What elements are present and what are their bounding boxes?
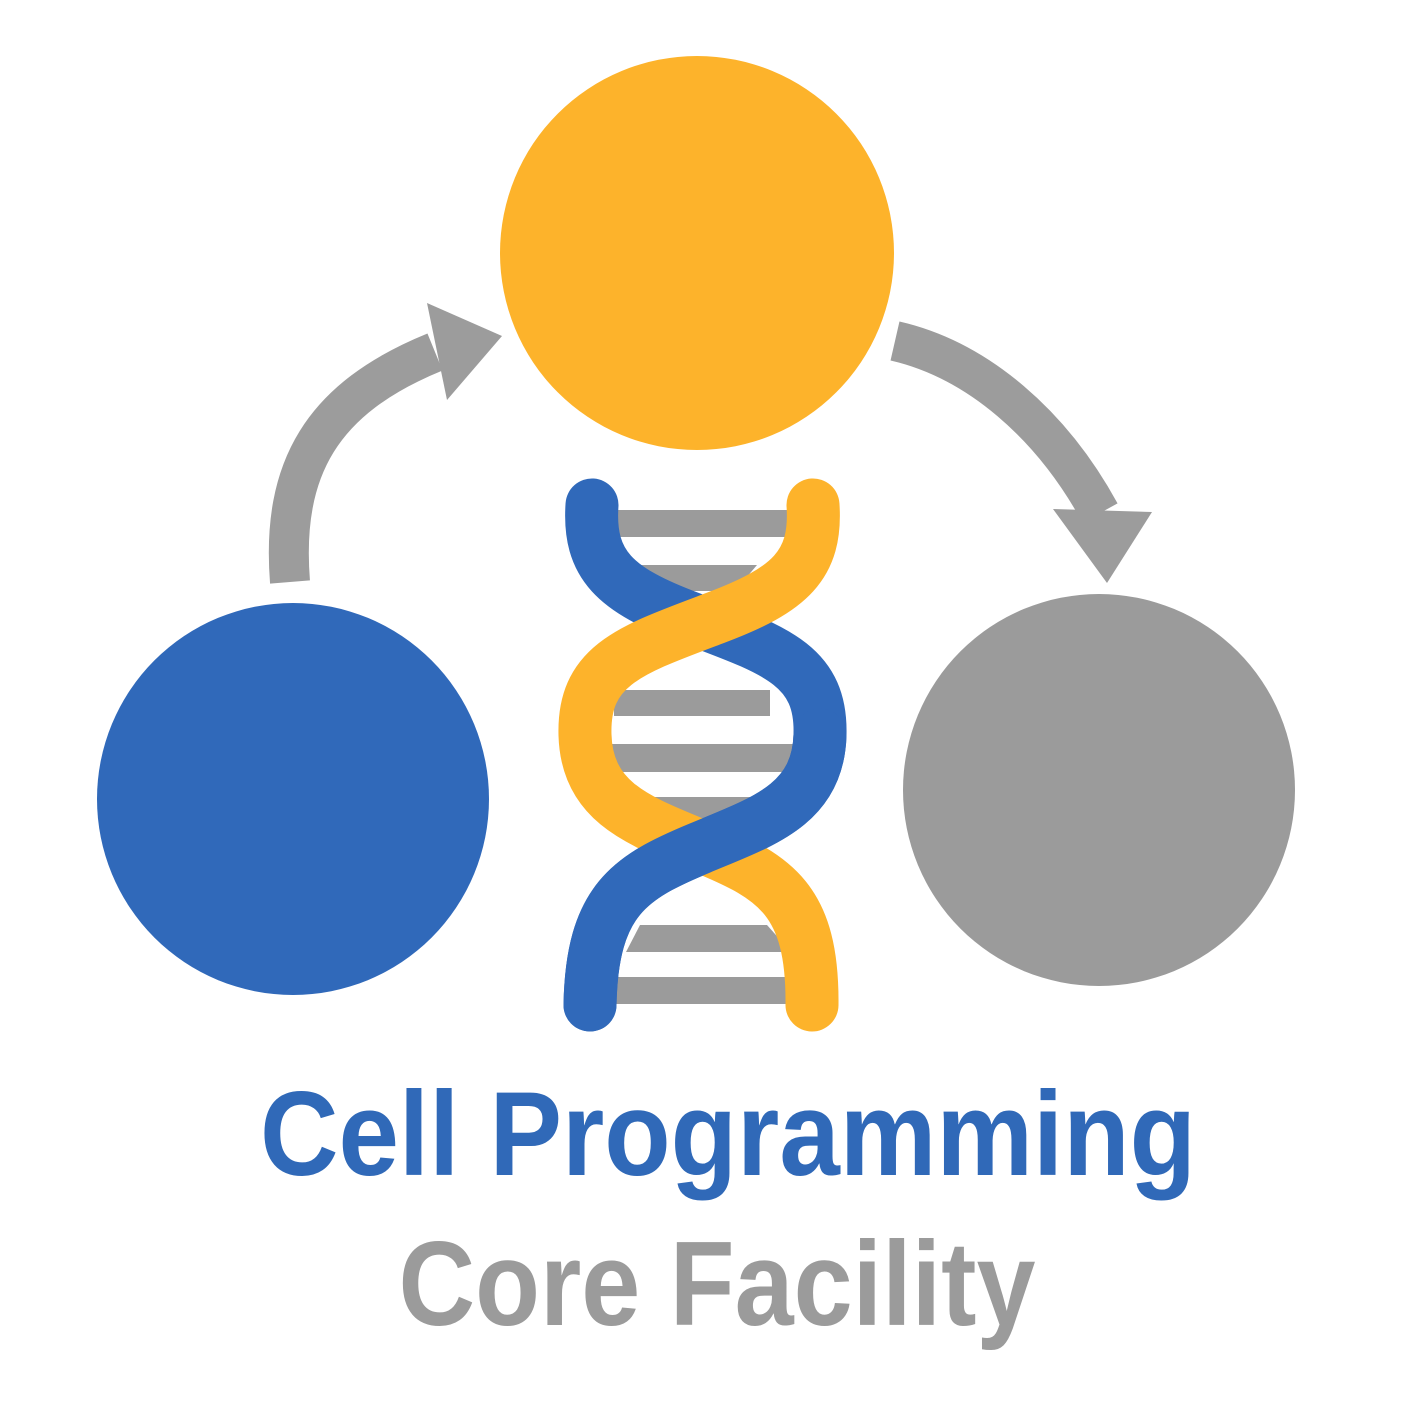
dna-rung xyxy=(626,925,791,952)
node-circle-right xyxy=(903,594,1295,986)
node-circle-left xyxy=(97,603,489,995)
dna-strand-blue-overlay xyxy=(563,708,847,1032)
cycle-arrow-right-icon xyxy=(890,321,1152,583)
dna-rung xyxy=(607,977,786,1004)
dna-rung xyxy=(598,744,795,772)
arrow-right-head-icon xyxy=(1053,509,1152,583)
arrow-right-shaft xyxy=(890,321,1118,523)
cycle-arrow-left-icon xyxy=(268,303,502,584)
arrow-left-shaft xyxy=(268,333,443,584)
logo-title-line2: Core Facility xyxy=(399,1217,1036,1351)
logo-title-line1: Cell Programming xyxy=(260,1067,1196,1201)
dna-helix-icon xyxy=(558,478,847,1032)
dna-rung xyxy=(614,690,770,716)
arrow-left-head-icon xyxy=(427,303,502,400)
dna-rung xyxy=(600,510,790,537)
dna-strand-yellow xyxy=(558,478,840,1032)
node-circle-top xyxy=(500,56,894,450)
